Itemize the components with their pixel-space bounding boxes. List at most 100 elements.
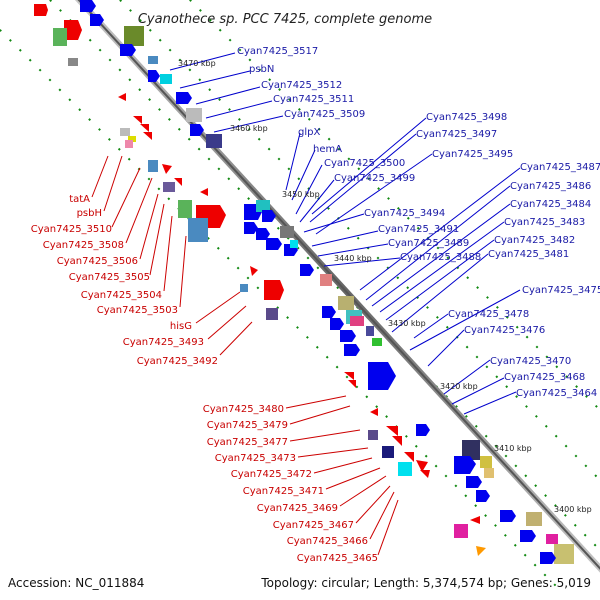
gene-feature[interactable] [174, 178, 182, 186]
gene-feature[interactable] [480, 456, 492, 468]
gene-feature[interactable] [266, 238, 282, 250]
gene-feature[interactable] [206, 134, 222, 148]
gene-feature[interactable] [148, 70, 160, 82]
gene-feature[interactable] [484, 468, 494, 478]
gene-label[interactable]: Cyan7425_3492 [137, 356, 218, 367]
gene-label[interactable]: Cyan7425_3505 [69, 272, 150, 283]
gene-feature[interactable] [34, 4, 48, 16]
gene-feature[interactable] [188, 218, 208, 242]
gene-feature[interactable] [266, 308, 278, 320]
gene-feature[interactable] [120, 44, 136, 56]
gene-feature[interactable] [520, 530, 536, 542]
gene-label[interactable]: Cyan7425_3481 [488, 249, 569, 260]
gene-feature[interactable] [178, 200, 192, 218]
gene-feature[interactable] [398, 462, 412, 476]
gene-feature[interactable] [290, 240, 298, 248]
gene-feature[interactable] [148, 160, 158, 172]
gene-feature[interactable] [90, 14, 104, 26]
gene-feature[interactable] [160, 74, 172, 84]
gene-feature[interactable] [176, 92, 192, 104]
gene-feature[interactable] [454, 524, 468, 538]
gene-feature[interactable] [300, 264, 314, 276]
gene-feature[interactable] [454, 456, 476, 474]
gene-feature[interactable] [125, 140, 133, 148]
gene-feature[interactable] [370, 408, 378, 416]
gene-feature[interactable] [330, 318, 344, 330]
gene-label[interactable]: Cyan7425_3476 [464, 325, 545, 336]
gene-feature[interactable] [368, 430, 378, 440]
gene-label[interactable]: Cyan7425_3499 [334, 173, 415, 184]
gene-label[interactable]: Cyan7425_3503 [97, 305, 178, 316]
gene-feature[interactable] [148, 56, 158, 64]
gene-label[interactable]: tatA [69, 194, 90, 205]
gene-feature[interactable] [344, 344, 360, 356]
gene-label[interactable]: Cyan7425_3479 [207, 420, 288, 431]
gene-feature[interactable] [256, 200, 270, 212]
gene-label[interactable]: Cyan7425_3517 [237, 46, 318, 57]
gene-feature[interactable] [540, 552, 556, 564]
gene-feature[interactable] [416, 424, 430, 436]
gene-label[interactable]: Cyan7425_3497 [416, 129, 497, 140]
gene-feature[interactable] [404, 452, 414, 462]
gene-feature[interactable] [344, 372, 354, 380]
gene-label[interactable]: Cyan7425_3465 [297, 553, 378, 564]
gene-label[interactable]: hisG [170, 321, 192, 332]
gene-label[interactable]: Cyan7425_3500 [324, 158, 405, 169]
gene-label[interactable]: Cyan7425_3512 [261, 80, 342, 91]
gene-label[interactable]: Cyan7425_3473 [215, 453, 296, 464]
gene-label[interactable]: Cyan7425_3468 [504, 372, 585, 383]
gene-feature[interactable] [140, 124, 149, 132]
gene-label[interactable]: glpX [298, 127, 320, 138]
gene-feature[interactable] [124, 26, 144, 46]
gene-label[interactable]: Cyan7425_3511 [273, 94, 354, 105]
gene-feature[interactable] [546, 534, 558, 544]
gene-feature[interactable] [186, 108, 202, 122]
gene-feature[interactable] [320, 274, 332, 286]
gene-feature[interactable] [128, 136, 136, 142]
gene-feature[interactable] [80, 0, 96, 12]
gene-feature[interactable] [466, 476, 482, 488]
gene-label[interactable]: psbN [249, 64, 274, 75]
gene-label[interactable]: Cyan7425_3504 [81, 290, 162, 301]
gene-feature[interactable] [53, 28, 67, 46]
gene-label[interactable]: Cyan7425_3483 [504, 217, 585, 228]
gene-feature[interactable] [476, 546, 486, 556]
gene-label[interactable]: Cyan7425_3486 [510, 181, 591, 192]
gene-feature[interactable] [366, 326, 374, 336]
gene-label[interactable]: Cyan7425_3464 [516, 388, 597, 399]
gene-label[interactable]: Cyan7425_3495 [432, 149, 513, 160]
gene-feature[interactable] [262, 210, 276, 222]
gene-feature[interactable] [554, 544, 574, 564]
gene-feature[interactable] [143, 132, 152, 140]
gene-label[interactable]: Cyan7425_3466 [287, 536, 368, 547]
gene-label[interactable]: Cyan7425_3472 [231, 469, 312, 480]
gene-feature[interactable] [322, 306, 336, 318]
gene-label[interactable]: Cyan7425_3487 [520, 162, 600, 173]
gene-feature[interactable] [250, 266, 258, 276]
gene-label[interactable]: Cyan7425_3484 [510, 199, 591, 210]
gene-label[interactable]: Cyan7425_3506 [57, 256, 138, 267]
gene-feature[interactable] [476, 490, 490, 502]
gene-feature[interactable] [368, 362, 396, 390]
gene-label[interactable]: Cyan7425_3469 [257, 503, 338, 514]
gene-feature[interactable] [118, 93, 126, 101]
gene-feature[interactable] [382, 446, 394, 458]
gene-label[interactable]: Cyan7425_3491 [378, 224, 459, 235]
gene-label[interactable]: Cyan7425_3470 [490, 356, 571, 367]
gene-label[interactable]: Cyan7425_3510 [31, 224, 112, 235]
gene-label[interactable]: Cyan7425_3508 [43, 240, 124, 251]
gene-label[interactable]: Cyan7425_3494 [364, 208, 445, 219]
gene-label[interactable]: Cyan7425_3489 [388, 238, 469, 249]
gene-feature[interactable] [244, 222, 258, 234]
gene-feature[interactable] [200, 188, 208, 196]
gene-feature[interactable] [338, 296, 354, 310]
gene-label[interactable]: Cyan7425_3493 [123, 337, 204, 348]
gene-feature[interactable] [526, 512, 542, 526]
gene-feature[interactable] [420, 470, 430, 478]
gene-label[interactable]: Cyan7425_3482 [494, 235, 575, 246]
gene-feature[interactable] [120, 128, 130, 136]
gene-label[interactable]: Cyan7425_3480 [203, 404, 284, 415]
gene-feature[interactable] [64, 20, 82, 40]
gene-label[interactable]: Cyan7425_3471 [243, 486, 324, 497]
gene-feature[interactable] [416, 460, 428, 472]
